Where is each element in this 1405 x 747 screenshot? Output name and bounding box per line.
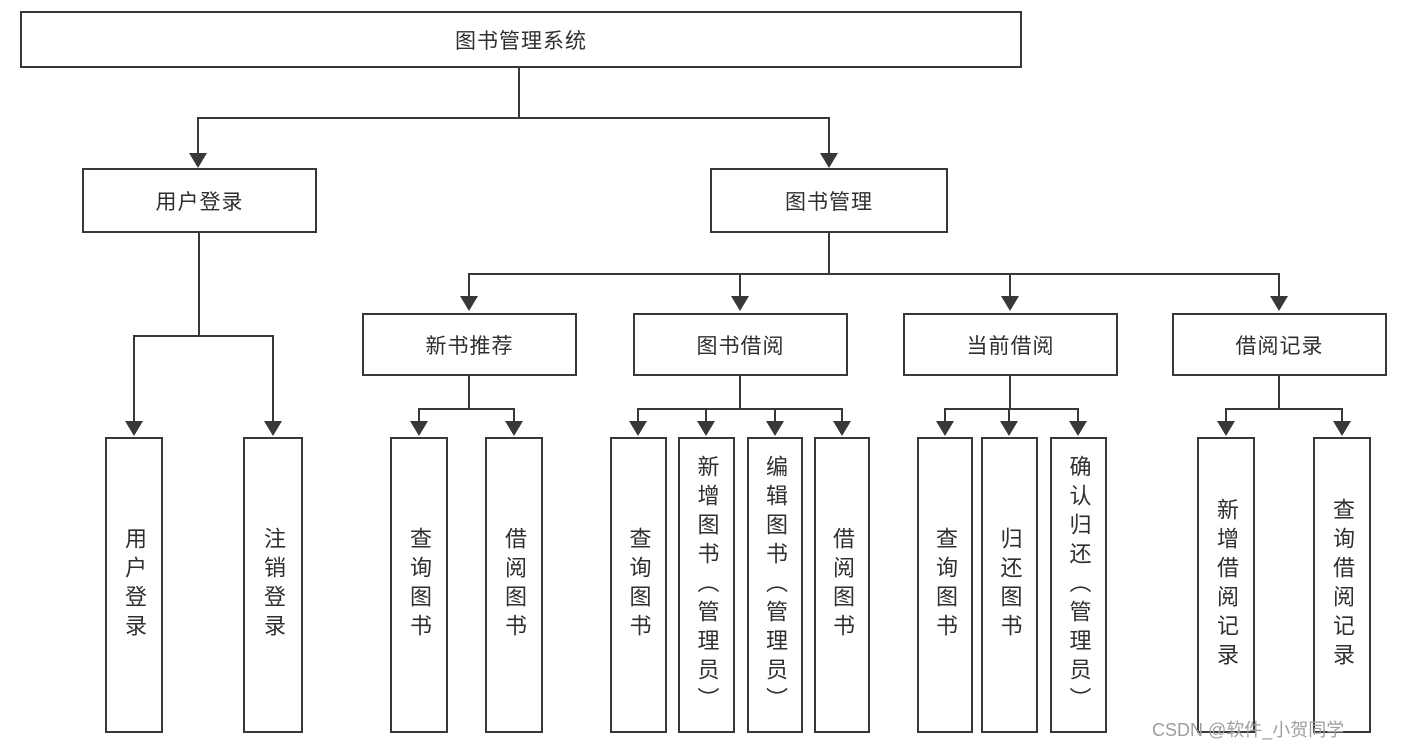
connector-borrow-record-bar (1225, 408, 1343, 410)
leaf-add-borrow-record-label: 新增借阅记录 (1214, 498, 1239, 672)
arrow-down-icon (410, 421, 428, 436)
arrow-down-icon (1217, 421, 1235, 436)
connector-level3-bar (468, 273, 1280, 275)
connector-new-book-stem (468, 376, 470, 408)
leaf-edit-book-admin: 编辑图书（管理员） (747, 437, 803, 733)
leaf-query-book-3-label: 查询图书 (933, 527, 958, 643)
connector-drop-leaf (1341, 408, 1343, 422)
connector-drop-leaf (1077, 408, 1079, 422)
leaf-add-borrow-record: 新增借阅记录 (1197, 437, 1255, 733)
arrow-down-icon (697, 421, 715, 436)
leaf-query-borrow-record-label: 查询借阅记录 (1330, 498, 1355, 672)
leaf-query-borrow-record: 查询借阅记录 (1313, 437, 1371, 733)
node-book-borrow-label: 图书借阅 (696, 334, 785, 358)
connector-drop-leaf (705, 408, 707, 422)
connector-user-login-stem (198, 233, 200, 335)
connector-drop-level3 (1009, 273, 1011, 296)
node-current-borrow-label: 当前借阅 (966, 334, 1055, 358)
connector-borrow-record-stem (1278, 376, 1280, 408)
leaf-borrow-book-1: 借阅图书 (485, 437, 543, 733)
node-new-book-recommend: 新书推荐 (362, 313, 577, 376)
connector-drop-leaf (1225, 408, 1227, 422)
leaf-query-book-2-label: 查询图书 (626, 527, 652, 643)
arrow-down-icon (833, 421, 851, 436)
connector-drop-leaf (637, 408, 639, 422)
connector-drop-leaf (1008, 408, 1010, 422)
leaf-borrow-book-2-label: 借阅图书 (830, 527, 855, 643)
connector-drop-book-management (828, 117, 830, 155)
arrow-down-icon (1069, 421, 1087, 436)
connector-level2-bar (197, 117, 830, 119)
node-borrow-record-label: 借阅记录 (1235, 334, 1324, 358)
connector-drop-leaf (272, 335, 274, 422)
connector-drop-level3 (1278, 273, 1280, 296)
leaf-return-book: 归还图书 (981, 437, 1038, 733)
arrow-down-icon (1333, 421, 1351, 436)
arrow-down-icon (125, 421, 143, 436)
node-new-book-recommend-label: 新书推荐 (425, 334, 514, 358)
leaf-borrow-book-2: 借阅图书 (814, 437, 870, 733)
arrow-down-icon (629, 421, 647, 436)
arrow-down-icon (936, 421, 954, 436)
connector-root-stem (518, 68, 520, 117)
arrow-down-icon (820, 153, 838, 168)
leaf-user-login-label: 用户登录 (122, 527, 147, 643)
connector-user-login-bar (133, 335, 274, 337)
arrow-down-icon (1000, 421, 1018, 436)
connector-drop-user-login (197, 117, 199, 155)
arrow-down-icon (1270, 296, 1288, 311)
leaf-logout: 注销登录 (243, 437, 303, 733)
leaf-add-book-admin: 新增图书（管理员） (678, 437, 735, 733)
leaf-user-login: 用户登录 (105, 437, 163, 733)
connector-drop-leaf (133, 335, 135, 422)
connector-book-borrow-stem (739, 376, 741, 408)
arrow-down-icon (505, 421, 523, 436)
leaf-confirm-return-admin: 确认归还（管理员） (1050, 437, 1107, 733)
leaf-edit-book-admin-label: 编辑图书（管理员） (763, 454, 788, 716)
arrow-down-icon (264, 421, 282, 436)
arrow-down-icon (189, 153, 207, 168)
node-user-login-label: 用户登录 (155, 190, 244, 214)
leaf-confirm-return-admin-label: 确认归还（管理员） (1066, 454, 1092, 716)
node-root: 图书管理系统 (20, 11, 1022, 68)
connector-drop-leaf (513, 408, 515, 422)
node-book-management-label: 图书管理 (785, 190, 873, 214)
connector-drop-leaf (774, 408, 776, 422)
node-book-management: 图书管理 (710, 168, 948, 233)
connector-drop-level3 (739, 273, 741, 296)
arrow-down-icon (766, 421, 784, 436)
node-root-label: 图书管理系统 (455, 29, 587, 53)
connector-current-borrow-stem (1009, 376, 1011, 408)
leaf-query-book-2: 查询图书 (610, 437, 667, 733)
connector-current-borrow-bar (944, 408, 1079, 410)
watermark: CSDN @软件_小贺同学 (1152, 720, 1345, 740)
node-current-borrow: 当前借阅 (903, 313, 1118, 376)
connector-drop-leaf (944, 408, 946, 422)
node-book-borrow: 图书借阅 (633, 313, 848, 376)
connector-book-borrow-bar (637, 408, 843, 410)
connector-drop-leaf (418, 408, 420, 422)
leaf-query-book-1-label: 查询图书 (407, 527, 432, 643)
leaf-borrow-book-1-label: 借阅图书 (502, 527, 527, 643)
node-borrow-record: 借阅记录 (1172, 313, 1387, 376)
node-user-login: 用户登录 (82, 168, 317, 233)
arrow-down-icon (731, 296, 749, 311)
connector-new-book-bar (418, 408, 515, 410)
connector-book-management-stem (828, 233, 830, 273)
arrow-down-icon (1001, 296, 1019, 311)
leaf-query-book-3: 查询图书 (917, 437, 973, 733)
connector-drop-level3 (468, 273, 470, 296)
leaf-return-book-label: 归还图书 (997, 527, 1023, 643)
arrow-down-icon (460, 296, 478, 311)
connector-drop-leaf (841, 408, 843, 422)
leaf-query-book-1: 查询图书 (390, 437, 448, 733)
leaf-logout-label: 注销登录 (261, 527, 286, 643)
leaf-add-book-admin-label: 新增图书（管理员） (694, 454, 720, 716)
